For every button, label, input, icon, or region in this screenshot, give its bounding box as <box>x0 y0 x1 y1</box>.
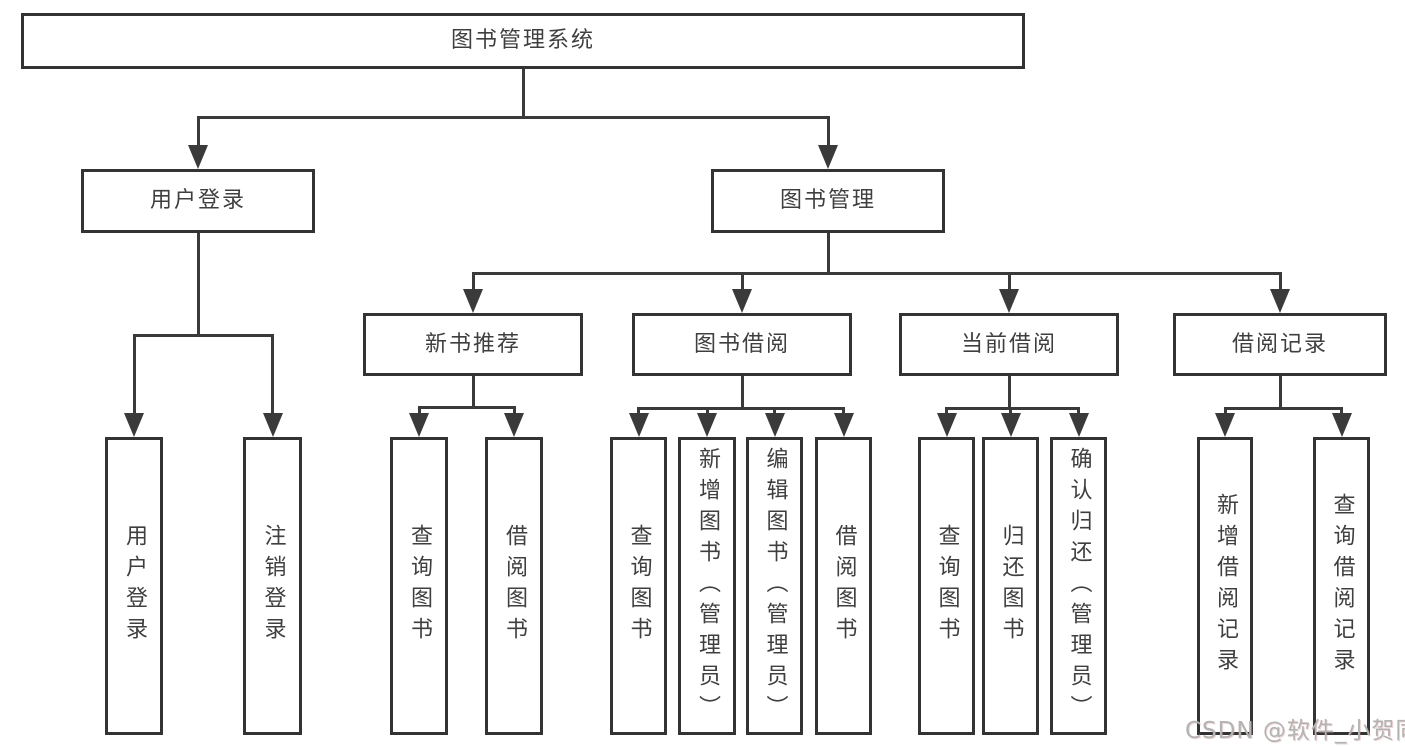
connector-drop <box>132 335 136 419</box>
node-login: 用户登录 <box>81 169 315 233</box>
arrow-down-icon <box>628 413 649 437</box>
arrow-down-icon <box>1270 289 1290 313</box>
node-label: 当前借阅 <box>960 331 1057 357</box>
arrow-down-icon <box>936 413 957 437</box>
connector-stem <box>471 376 475 407</box>
node-mgmt: 图书管理 <box>711 169 945 233</box>
connector-branch <box>471 271 1282 275</box>
node-label: 图书管理系统 <box>450 28 595 53</box>
arrow-down-icon <box>409 413 429 437</box>
node-leaf-logout: 注销登录 <box>243 437 302 735</box>
arrow-down-icon <box>999 289 1019 313</box>
node-bb-query: 查询图书 <box>610 437 667 735</box>
node-leaf-login: 用户登录 <box>105 437 163 735</box>
arrow-down-icon <box>764 413 785 437</box>
node-label: 新增图书（管理员） <box>695 446 720 726</box>
node-root: 图书管理系统 <box>21 13 1025 69</box>
node-bb-add: 新增图书（管理员） <box>678 437 736 735</box>
arrow-down-icon <box>1068 413 1089 437</box>
node-label: 新书推荐 <box>424 331 521 357</box>
node-new-books: 新书推荐 <box>363 313 583 376</box>
connector-stem <box>1278 376 1282 408</box>
node-borrow-records: 借阅记录 <box>1173 313 1387 376</box>
connector-drop <box>196 117 200 151</box>
connector-branch <box>945 406 1080 410</box>
node-label: 借阅记录 <box>1231 331 1328 357</box>
connector-stem <box>1007 376 1011 408</box>
node-cb-return: 归还图书 <box>982 437 1039 735</box>
arrow-down-icon <box>504 413 524 437</box>
node-label: 查询借阅记录 <box>1329 493 1355 679</box>
node-br-query: 查询借阅记录 <box>1313 437 1370 735</box>
node-label: 查询图书 <box>407 524 432 648</box>
arrow-down-icon <box>1000 413 1021 437</box>
watermark: CSDN @软件_小贺同学 <box>1185 718 1405 744</box>
node-label: 编辑图书（管理员） <box>762 446 788 726</box>
arrow-down-icon <box>262 413 283 437</box>
node-bb-edit: 编辑图书（管理员） <box>746 437 803 735</box>
connector-drop <box>826 117 830 151</box>
node-label: 新增借阅记录 <box>1213 493 1238 679</box>
node-label: 查询图书 <box>626 524 652 648</box>
connector-drop <box>471 273 475 295</box>
node-nb-borrow: 借阅图书 <box>485 437 543 735</box>
node-label: 归还图书 <box>998 524 1024 648</box>
arrow-down-icon <box>818 145 838 169</box>
arrow-down-icon <box>1331 413 1352 437</box>
connector-branch <box>1223 406 1343 410</box>
connector-drop <box>271 335 274 419</box>
connector-drop <box>1007 273 1011 295</box>
arrow-down-icon <box>697 413 717 437</box>
node-label: 查询图书 <box>934 524 960 648</box>
connector-drop <box>1278 273 1282 295</box>
node-label: 图书借阅 <box>693 331 790 357</box>
node-cb-confirm: 确认归还（管理员） <box>1050 437 1107 735</box>
arrow-down-icon <box>124 413 144 437</box>
connector-stem <box>740 376 744 408</box>
node-label: 图书管理 <box>779 188 876 213</box>
arrow-down-icon <box>1215 413 1235 437</box>
connector-branch <box>132 333 274 337</box>
node-label: 注销登录 <box>260 524 286 648</box>
node-bb-borrow: 借阅图书 <box>815 437 872 735</box>
connector-stem <box>521 69 525 117</box>
node-label: 借阅图书 <box>502 524 527 648</box>
connector-branch <box>196 115 830 119</box>
connector-stem <box>196 233 200 335</box>
connector-branch <box>417 405 516 409</box>
arrow-down-icon <box>463 289 483 313</box>
node-label: 借阅图书 <box>831 524 857 648</box>
node-nb-query: 查询图书 <box>390 437 448 735</box>
connector-stem <box>826 233 830 273</box>
arrow-down-icon <box>188 145 208 169</box>
node-label: 用户登录 <box>122 524 147 648</box>
node-label: 确认归还（管理员） <box>1066 446 1092 726</box>
connector-branch <box>637 406 845 410</box>
arrow-down-icon <box>732 289 752 313</box>
node-book-borrow: 图书借阅 <box>632 313 852 376</box>
node-br-add: 新增借阅记录 <box>1197 437 1253 735</box>
connector-drop <box>740 273 744 295</box>
arrow-down-icon <box>833 413 854 437</box>
node-cb-query: 查询图书 <box>918 437 975 735</box>
node-current-borrow: 当前借阅 <box>899 313 1119 376</box>
node-label: 用户登录 <box>149 188 246 213</box>
